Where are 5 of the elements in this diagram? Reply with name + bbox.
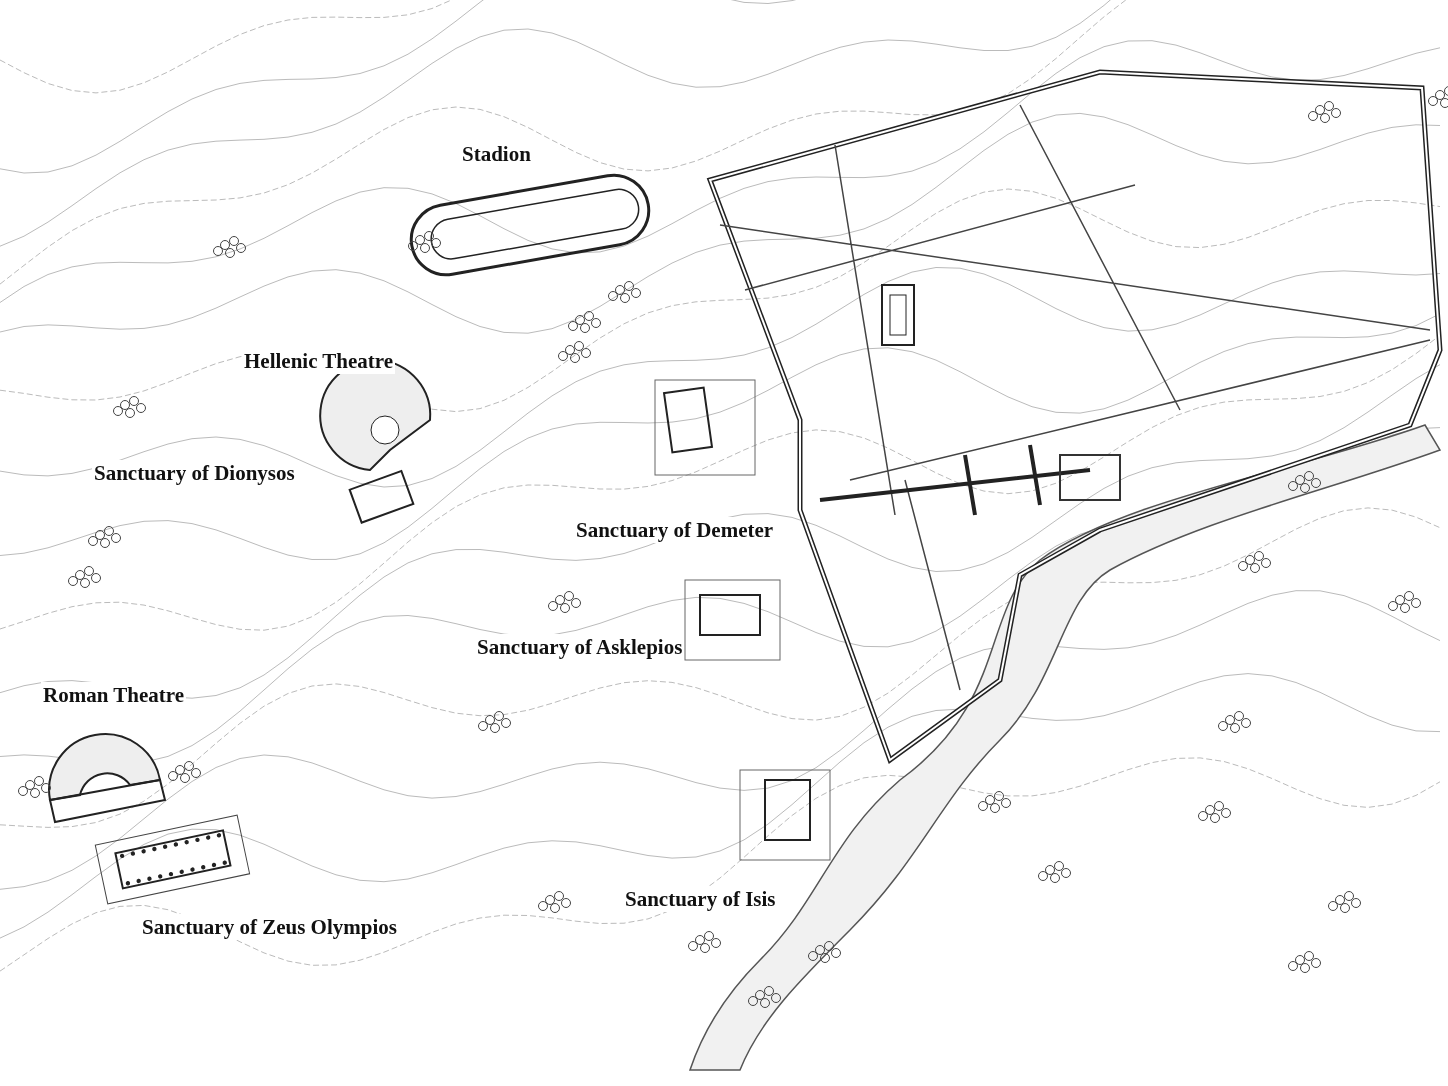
place-label: Sanctuary of Isis: [623, 886, 778, 913]
place-label: Sanctuary of Zeus Olympios: [140, 914, 399, 941]
place-label: Sanctuary of Asklepios: [475, 634, 685, 661]
place-label: Sanctuary of Demeter: [574, 517, 776, 544]
place-label: Sanctuary of Dionysos: [92, 460, 297, 487]
